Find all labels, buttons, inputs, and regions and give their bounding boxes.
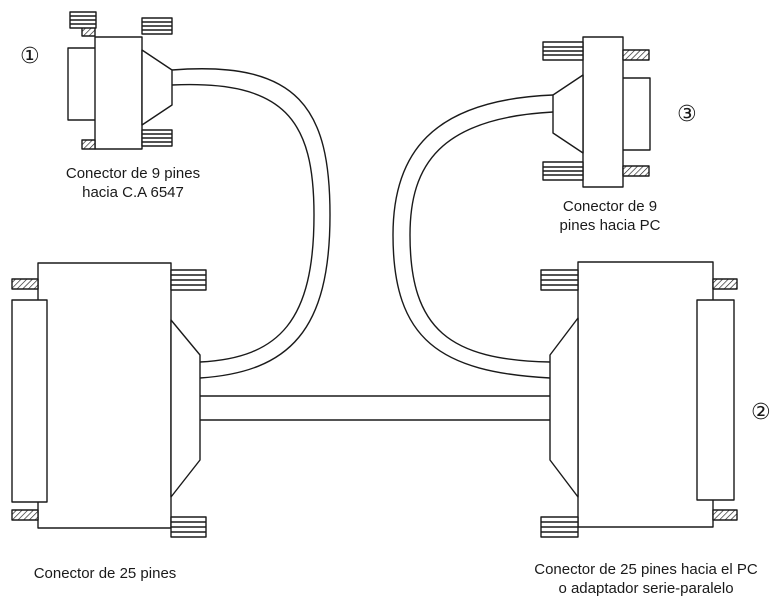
connector-3-body	[582, 36, 624, 188]
cable-straight	[200, 395, 550, 421]
label-line: Conector de 25 pines hacia el PC	[534, 561, 758, 578]
label-connector-9pin-pc: Conector de 9 pines hacia PC	[530, 197, 690, 235]
connector-25pin	[11, 262, 207, 538]
label-line: pines hacia PC	[559, 217, 661, 234]
connector-1-bottom-screw	[141, 129, 173, 147]
connector-25-body	[37, 262, 172, 529]
connector-25-strain-relief	[170, 319, 201, 498]
connector-3-strain-relief	[552, 74, 584, 154]
connector-25pin-pc	[540, 261, 738, 538]
connector-25-plug	[11, 299, 48, 503]
label-line: Conector de 25 pines	[33, 565, 177, 582]
label-line: hacia C.A 6547	[82, 184, 184, 201]
marker-1: ①	[20, 44, 40, 69]
connector-1-body	[94, 36, 143, 150]
connector-1-top-screw	[69, 11, 97, 29]
connector-2-plug	[696, 299, 735, 501]
connector-1-strain-relief	[141, 49, 173, 126]
marker-3: ③	[677, 102, 697, 127]
label-line: Conector de 9 pines	[65, 165, 201, 182]
label-connector-25pin-pc: Conector de 25 pines hacia el PC o adapt…	[512, 560, 780, 598]
label-connector-25pin: Conector de 25 pines	[0, 564, 210, 583]
label-connector-9pin-ca6547: Conector de 9 pines hacia C.A 6547	[20, 164, 246, 202]
cable-left-loop	[171, 68, 331, 379]
connector-2-body	[577, 261, 714, 528]
label-line: Conector de 9	[562, 198, 658, 215]
connector-2-strain-relief	[549, 317, 579, 498]
label-line: o adaptador serie-paralelo	[558, 580, 734, 597]
cable-right-loop	[392, 94, 554, 379]
marker-2: ②	[751, 400, 771, 425]
connector-9pin-pc	[542, 36, 651, 188]
connector-9pin-ca6547	[67, 11, 173, 150]
